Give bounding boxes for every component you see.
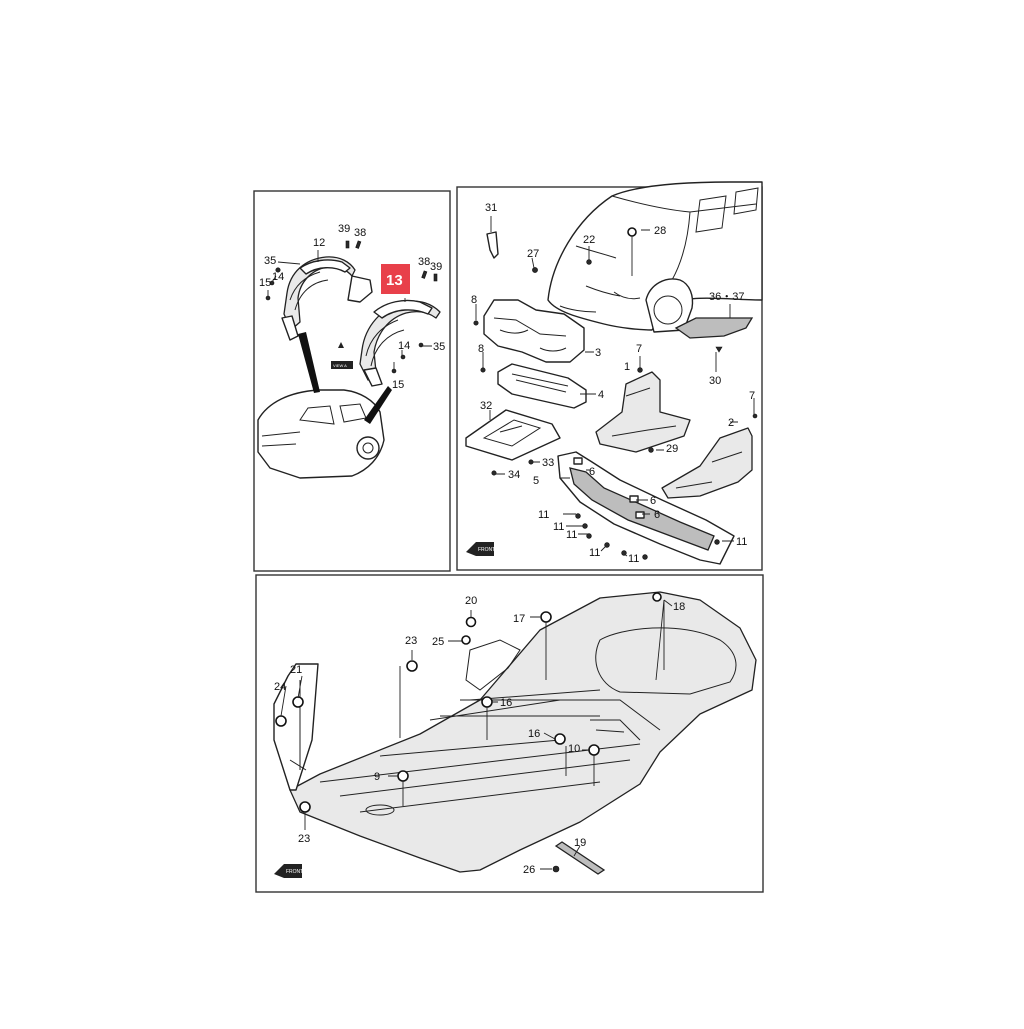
bolts-part-11 (575, 513, 720, 560)
part-32 (465, 409, 561, 461)
callout-16-b: 16 (528, 728, 540, 740)
callout-36-37: 36・37 (709, 291, 744, 303)
callout-11-c: 11 (566, 529, 577, 541)
callout-2: 2 (728, 417, 734, 429)
callout-27: 27 (527, 248, 539, 260)
floor-panel-illustration (273, 591, 757, 873)
callout-38-a: 38 (354, 227, 366, 239)
wheel-liner-13 (359, 299, 441, 387)
view-a-tag: VIEW A (331, 342, 353, 369)
callout-6-a: 6 (589, 466, 595, 478)
callout-14-b: 14 (398, 340, 410, 352)
callout-6-c: 6 (654, 509, 660, 521)
callout-29: 29 (666, 443, 678, 455)
callout-1: 1 (624, 361, 630, 373)
clips-part-6 (573, 457, 645, 519)
callout-14-a: 14 (272, 271, 284, 283)
part-2 (661, 427, 753, 499)
callout-28: 28 (654, 225, 666, 237)
callout-39-a: 39 (338, 223, 350, 235)
wheel-liner-12 (281, 256, 373, 341)
callout-26: 26 (523, 864, 535, 876)
car-illustration-left (257, 389, 385, 479)
callout-21: 21 (290, 664, 302, 676)
liner-leaders-left (298, 332, 392, 424)
direction-arrow-label-a: FRONT (478, 547, 495, 553)
part-36-37 (674, 317, 754, 339)
callout-31: 31 (485, 202, 497, 214)
callout-23-b: 23 (298, 833, 310, 845)
leaders-top-left (267, 250, 432, 370)
part-31 (486, 231, 499, 259)
callouts-top-right: 31 27 22 28 36・37 8 8 3 7 1 30 4 32 7 2 … (471, 202, 755, 565)
leaders-top-right (475, 216, 755, 557)
callout-24: 24 (274, 681, 286, 693)
direction-arrow-label-b: FRONT (286, 869, 303, 875)
callout-8-b: 8 (478, 343, 484, 355)
callout-38-b: 38 (418, 256, 430, 268)
callout-9: 9 (374, 771, 380, 783)
fasteners-top-left (265, 240, 438, 374)
callout-22: 22 (583, 234, 595, 246)
callout-20: 20 (465, 595, 477, 607)
callout-15-a: 15 (259, 277, 271, 289)
car-illustration-front (547, 181, 763, 333)
callouts-top-left: 39 38 12 35 14 15 38 39 35 14 15 (259, 223, 445, 391)
panel-wheel-liner (253, 190, 451, 572)
callout-11-f: 11 (736, 536, 747, 548)
callout-5: 5 (533, 475, 539, 487)
leaders-bottom (280, 599, 673, 870)
part-19 (554, 841, 606, 875)
callout-18: 18 (673, 601, 685, 613)
callout-7-b: 7 (749, 390, 755, 402)
callout-32: 32 (480, 400, 492, 412)
direction-arrow-top-right: FRONT (466, 542, 495, 556)
callout-25: 25 (432, 636, 444, 648)
callout-23-a: 23 (405, 635, 417, 647)
callout-17: 17 (513, 613, 525, 625)
callout-11-a: 11 (538, 509, 549, 521)
callout-6-b: 6 (650, 495, 656, 507)
callout-33: 33 (542, 457, 554, 469)
callout-30: 30 (709, 375, 721, 387)
callout-7-a: 7 (636, 343, 642, 355)
callout-11-d: 11 (589, 547, 600, 559)
callout-3: 3 (595, 347, 601, 359)
highlight-badge (381, 264, 410, 294)
callout-4: 4 (598, 389, 604, 401)
callout-39-b: 39 (430, 261, 442, 273)
callout-12: 12 (313, 237, 325, 249)
view-a-label: VIEW A (333, 363, 347, 368)
highlight-part-13: 13 (381, 264, 410, 294)
callouts-bottom: 20 17 18 25 23 21 24 16 16 10 9 23 19 26 (274, 595, 685, 876)
callout-11-b: 11 (553, 521, 564, 533)
callout-19: 19 (574, 837, 586, 849)
callout-11-e: 11 (628, 553, 639, 565)
part-1 (595, 371, 691, 453)
callout-8-a: 8 (471, 294, 477, 306)
callout-35-a: 35 (264, 255, 276, 267)
callout-35-b: 35 (433, 341, 445, 353)
direction-arrow-bottom: FRONT (274, 864, 303, 878)
callout-16-a: 16 (500, 697, 512, 709)
callout-34: 34 (508, 469, 520, 481)
highlight-label: 13 (386, 272, 403, 289)
callout-15-b: 15 (392, 379, 404, 391)
fasteners-top-right (473, 227, 758, 476)
callout-10: 10 (568, 743, 580, 755)
